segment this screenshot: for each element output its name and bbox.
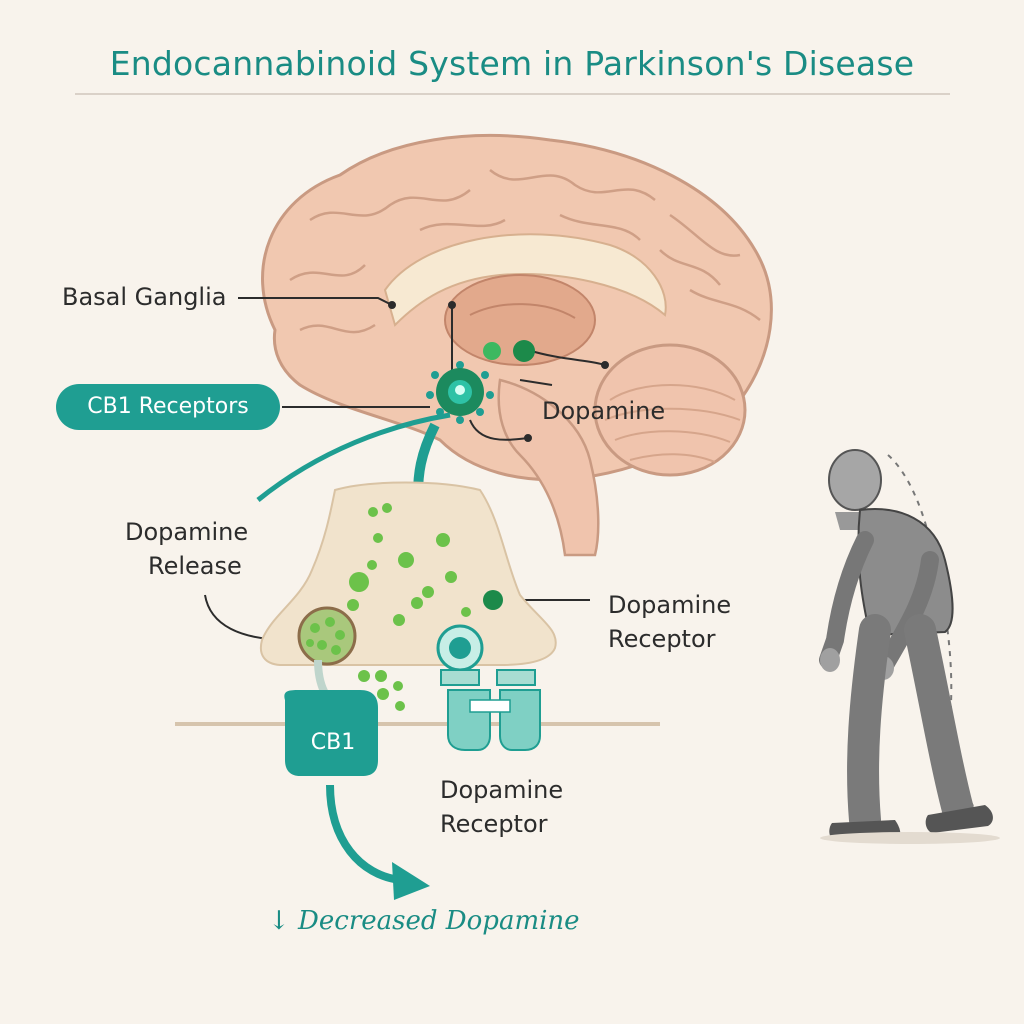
- synaptic-terminal: [260, 481, 557, 711]
- cb1-receptor-cell: [426, 340, 535, 424]
- leader-lines: [204, 297, 609, 641]
- parkinsons-patient-figure: [819, 449, 1000, 844]
- label-dopamine-release-line1: Dopamine: [125, 518, 249, 546]
- basal-ganglia-region: [444, 274, 596, 366]
- brain-gyri: [289, 169, 761, 334]
- brainstem: [497, 378, 600, 557]
- cb1-link-arrow: [256, 412, 451, 502]
- label-dopamine: Dopamine: [542, 397, 666, 425]
- label-dopamine-release-line2: Release: [148, 552, 242, 580]
- cb1-receptor-protein: [284, 659, 378, 776]
- label-cb1: CB1: [310, 730, 356, 755]
- dopamine-receptor-marker: [483, 590, 503, 610]
- label-decreased-dopamine: ↓ Decreased Dopamine: [268, 906, 580, 936]
- label-cb1-receptors: CB1 Receptors: [56, 384, 280, 430]
- postsynaptic-membrane: [175, 722, 660, 726]
- dopamine-receptor-protein: [436, 624, 541, 751]
- label-dopamine-receptor-upper-line2: Receptor: [608, 625, 716, 653]
- label-dopamine-receptor-lower-line2: Receptor: [440, 810, 548, 838]
- label-dopamine-receptor-lower-line1: Dopamine: [440, 776, 564, 804]
- dopamine-vesicles: [347, 503, 475, 638]
- brain-illustration: [261, 134, 773, 557]
- label-basal-ganglia: Basal Ganglia: [62, 283, 227, 311]
- label-dopamine-receptor-upper-line1: Dopamine: [608, 591, 732, 619]
- decrease-arrow: [326, 784, 401, 884]
- page-title: Endocannabinoid System in Parkinson's Di…: [109, 44, 915, 83]
- cerebellum: [593, 343, 747, 477]
- dopamine-vesicle: [483, 342, 501, 360]
- vesicle-cluster: [297, 606, 357, 666]
- corpus-callosum: [383, 233, 667, 327]
- dopamine-molecule: [513, 340, 535, 362]
